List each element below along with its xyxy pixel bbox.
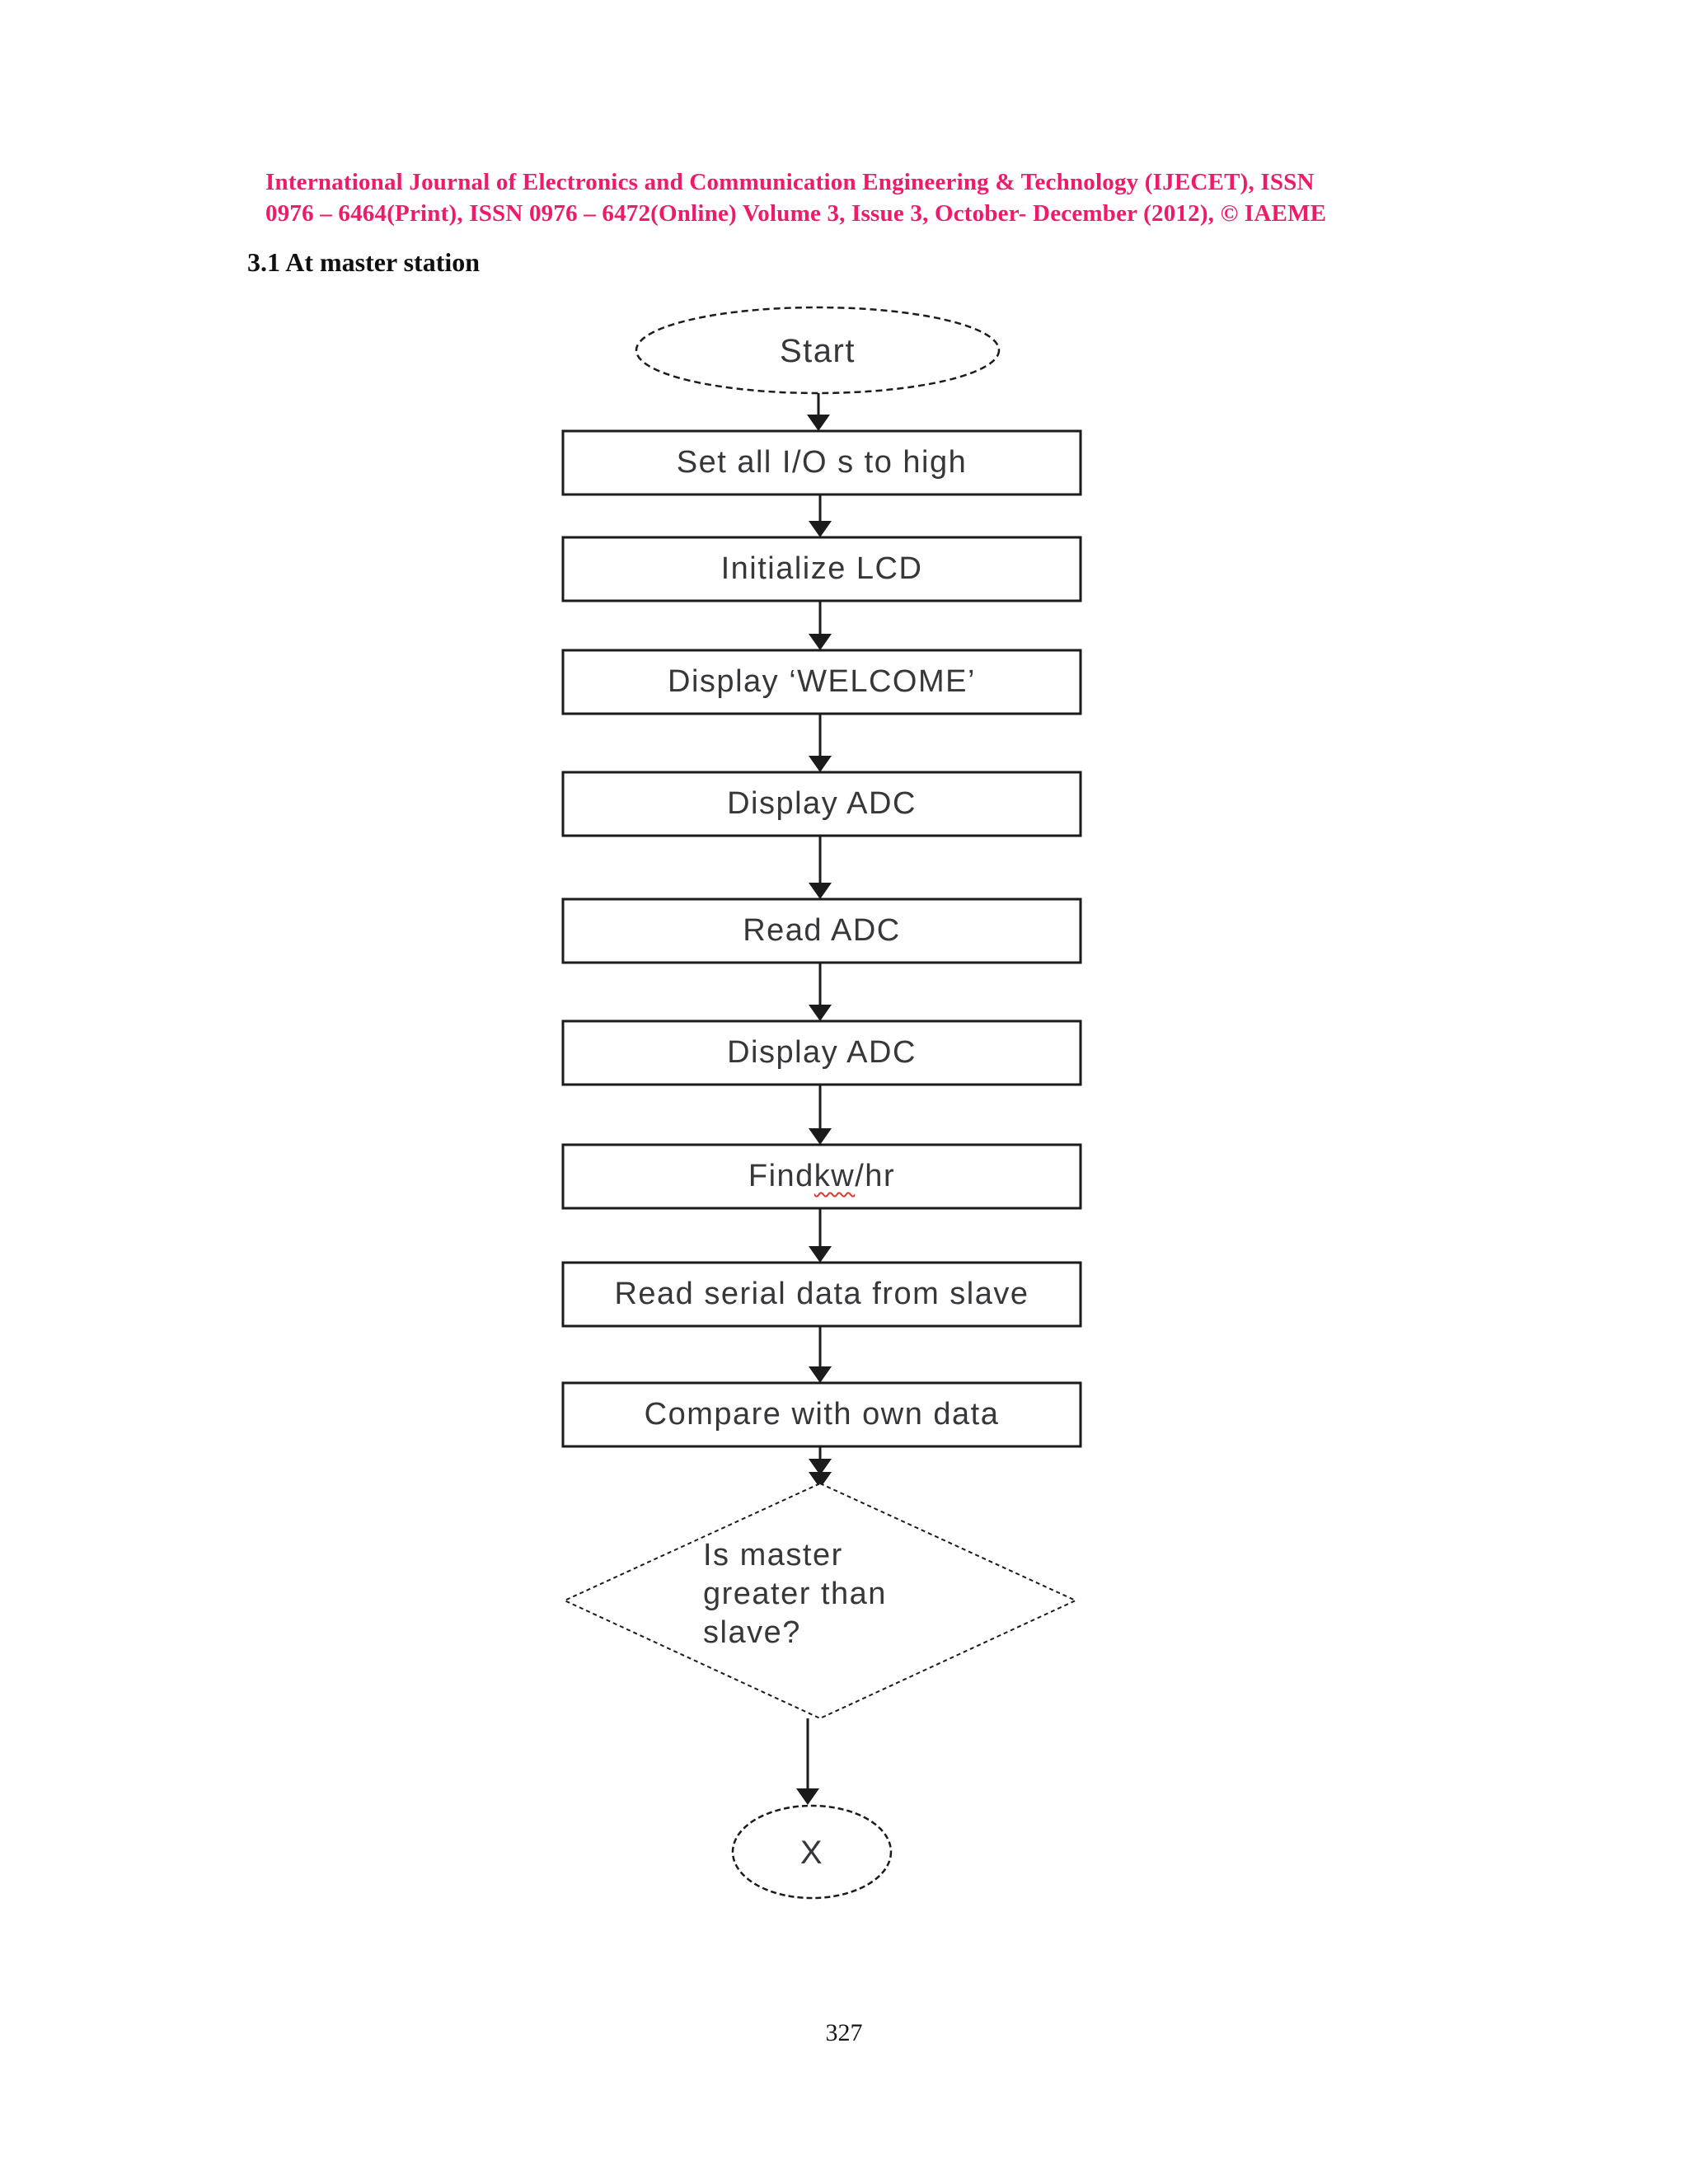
page-number: 327 <box>825 2019 863 2046</box>
process-box-shape <box>561 649 1082 715</box>
process-label-read-adc: Read ADC <box>743 913 901 948</box>
process-box-shape <box>561 429 1082 496</box>
process-label-init-lcd: Initialize LCD <box>720 551 923 586</box>
flow-arrow-double <box>809 1446 832 1488</box>
flow-arrow <box>809 1326 832 1383</box>
process-label-display-welcome: Display ‘WELCOME’ <box>668 664 976 699</box>
process-box-shape <box>561 1261 1082 1328</box>
decision-label: Is master greater than slave? <box>703 1536 887 1652</box>
start-label: Start <box>780 332 856 369</box>
section-title: 3.1 At master station <box>247 247 481 277</box>
decision-diamond-shape <box>562 1482 1078 1720</box>
flow-arrow <box>809 714 832 772</box>
process-box-shape <box>561 1019 1082 1086</box>
decision-label-line2: greater than <box>703 1577 887 1611</box>
process-box-shape <box>561 536 1082 602</box>
flow-arrow <box>809 601 832 650</box>
flow-arrow <box>807 393 830 431</box>
end-label: X <box>799 1834 824 1871</box>
find-kwhr-suffix: /hr <box>855 1159 896 1193</box>
process-label-read-serial: Read serial data from slave <box>614 1277 1029 1311</box>
end-terminator-shape <box>731 1804 893 1900</box>
flow-arrow <box>809 1085 832 1145</box>
process-box-shape <box>561 1381 1082 1448</box>
flow-arrow <box>809 963 832 1021</box>
process-box-shape <box>561 898 1082 964</box>
process-label-set-io: Set all I/O s to high <box>676 445 968 480</box>
journal-header-line2: 0976 – 6464(Print), ISSN 0976 – 6472(Onl… <box>265 200 1327 227</box>
flow-arrow <box>809 494 832 537</box>
journal-header-line1: International Journal of Electronics and… <box>265 169 1315 195</box>
find-kwhr-spellcheck-word: kw <box>814 1159 856 1193</box>
process-box-shape <box>561 1143 1082 1210</box>
process-label-display-adc-1: Display ADC <box>727 786 917 821</box>
journal-header: International Journal of Electronics and… <box>265 166 1584 229</box>
process-label-compare-data: Compare with own data <box>644 1397 1000 1432</box>
flow-arrow <box>809 836 832 899</box>
decision-label-line1: Is master <box>703 1538 843 1572</box>
find-kwhr-prefix: Find <box>748 1159 814 1193</box>
flow-arrow <box>809 1208 832 1263</box>
decision-label-line3: slave? <box>703 1615 801 1650</box>
process-label-find-kwhr: Find kw/hr <box>563 1145 1081 1208</box>
process-label-display-adc-2: Display ADC <box>727 1035 917 1070</box>
process-box-shape <box>561 771 1082 837</box>
flow-arrow <box>796 1718 819 1805</box>
